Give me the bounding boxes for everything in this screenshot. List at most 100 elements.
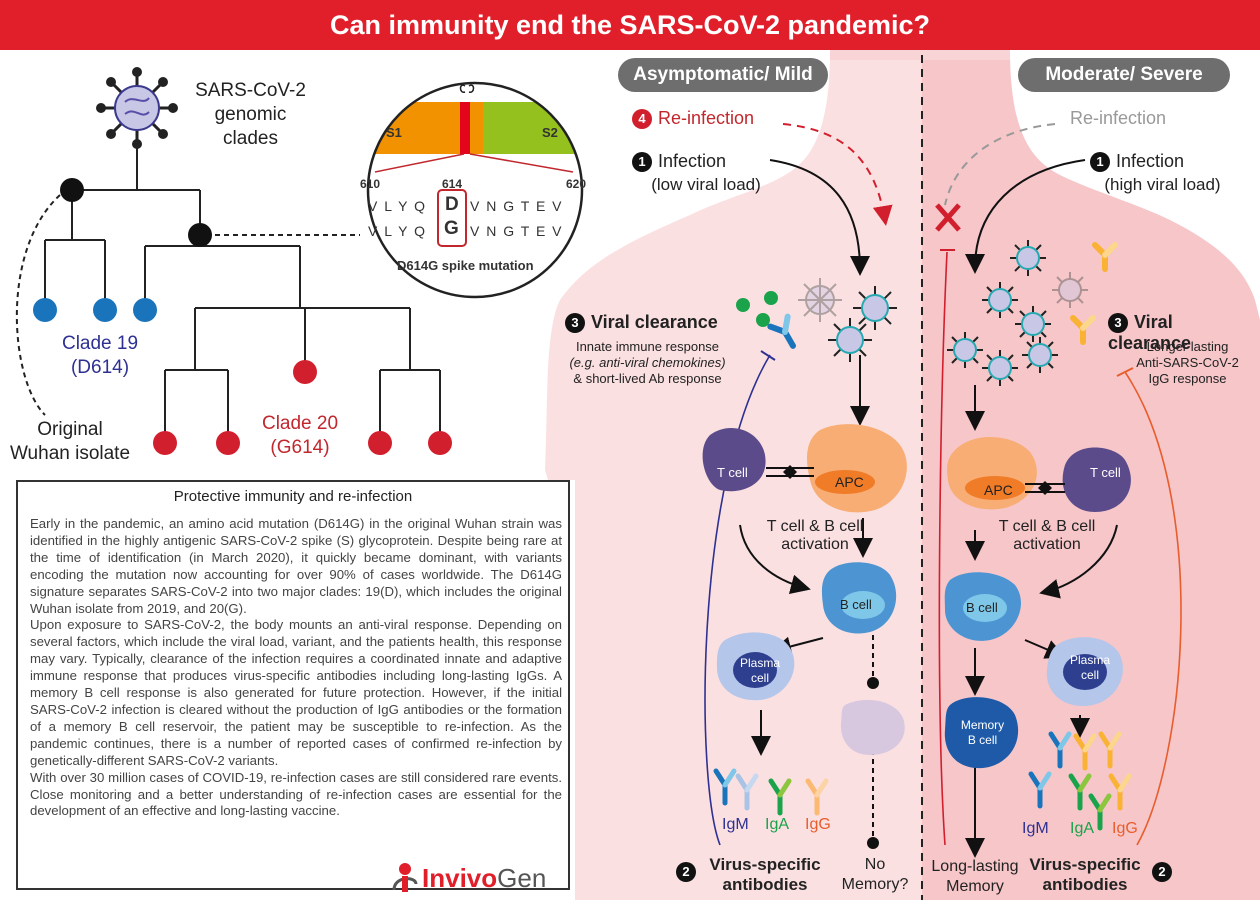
position-start: 610 <box>360 177 381 191</box>
mutation-caption: D614G spike mutation <box>397 258 534 273</box>
long-lasting-2: Memory <box>946 878 1004 895</box>
memory-bcell-label: Memory B cell <box>950 718 1015 748</box>
step-2-badge-severe: 2 <box>1152 862 1178 882</box>
logo-text-invivo: Invivo <box>422 862 498 893</box>
residue-mutant: G <box>444 218 459 239</box>
title-banner: Can immunity end the SARS-CoV-2 pandemic… <box>0 0 1260 50</box>
info-panel: Protective immunity and re-infection Ear… <box>16 480 570 890</box>
severe-antibodies: Virus-specific antibodies <box>1020 855 1150 895</box>
mild-antibodies: Virus-specific antibodies <box>700 855 830 895</box>
spike-mutation-diagram <box>366 81 584 299</box>
sequence-before-2: V L Y Q <box>368 223 425 239</box>
severe-plasma-2: cell <box>1080 668 1099 682</box>
step-2-badge-mild: 2 <box>676 862 702 882</box>
clade20-leaf <box>153 431 177 455</box>
severe-igg: IgG <box>1112 820 1138 837</box>
step-4-badge: 4 <box>632 109 652 130</box>
sequence-before-1: V L Y Q <box>368 198 425 214</box>
long-lasting-1: Long-lasting <box>931 858 1019 875</box>
mild-clearance-label: Viral clearance <box>591 312 718 332</box>
no-memory-1: No <box>864 856 886 873</box>
no-memory-2: Memory? <box>841 876 909 893</box>
clade19-variant: (D614) <box>70 357 130 378</box>
severe-igm: IgM <box>1022 820 1049 837</box>
clade20-leaf <box>216 431 240 455</box>
mild-antibodies-2: antibodies <box>722 875 808 894</box>
step-3-badge: 3 <box>1108 313 1128 334</box>
clade19-leaf <box>133 298 157 322</box>
clade20-leaf <box>293 360 317 384</box>
severe-clearance-label: Viral clearance <box>1108 312 1192 354</box>
origin-line1: Original <box>37 419 103 440</box>
severe-plasma-1: Plasma <box>1069 653 1110 667</box>
s2-label: S2 <box>542 125 558 140</box>
severe-activation-2: activation <box>1013 536 1081 553</box>
mild-plasma-label: Plasma cell <box>730 656 790 686</box>
mild-header: Asymptomatic/ Mild <box>618 58 828 92</box>
antibodies-severe <box>1028 731 1132 831</box>
severe-clearance-desc: Longer lasting Anti-SARS-CoV-2 IgG respo… <box>1120 339 1255 387</box>
memory-bcell-2: B cell <box>967 733 998 747</box>
info-title: Protective immunity and re-infection <box>173 488 413 505</box>
clade20-label: Clade 20 (G614) <box>240 412 360 460</box>
mild-activation-1: T cell & B cell <box>766 518 864 535</box>
severe-viral-load: (high viral load) <box>1104 175 1221 194</box>
mild-infection: 1 Infection <box>632 151 727 173</box>
severe-bcell-label: B cell <box>966 600 998 615</box>
severe-header: Moderate/ Severe <box>1018 58 1230 92</box>
severe-tcell-label: T cell <box>1090 465 1121 480</box>
mild-viral-load: (low viral load) <box>651 175 761 194</box>
apc-mild <box>807 424 907 513</box>
long-lasting-memory: Long-lasting Memory <box>925 857 1025 897</box>
severe-desc-1: Longer lasting <box>1146 339 1229 354</box>
logo-text-gen: Gen <box>497 862 547 893</box>
t-cell-severe <box>1062 447 1131 512</box>
severe-desc-3: IgG response <box>1148 371 1227 386</box>
step-3-badge: 3 <box>565 313 585 334</box>
severe-activation: T cell & B cell activation <box>972 518 1122 554</box>
synapse-icon <box>766 465 814 479</box>
severe-antibodies-1: Virus-specific <box>1029 855 1141 874</box>
clade19-leaf <box>93 298 117 322</box>
clade19-name: Clade 19 <box>61 333 139 354</box>
virus-cluster-severe <box>947 240 1118 386</box>
root-node <box>60 178 84 202</box>
clade20-leaf <box>368 431 392 455</box>
mild-iga: IgA <box>765 816 790 833</box>
mild-reinfection: 4 Re-infection <box>632 108 755 130</box>
sequence-after-1: V N G T E V <box>470 198 562 214</box>
antibodies-mild <box>713 768 829 816</box>
faded-cell <box>840 699 905 755</box>
immune-response-diagram <box>702 123 1182 858</box>
mild-reinfection-label: Re-infection <box>658 108 755 128</box>
mild-desc-3: & short-lived Ab response <box>573 371 722 386</box>
mild-desc-2: (e.g. anti-viral chemokines) <box>569 355 726 370</box>
position-end: 620 <box>566 177 587 191</box>
severe-infection-label: Infection <box>1116 151 1185 171</box>
severe-iga: IgA <box>1070 820 1095 837</box>
mild-antibodies-1: Virus-specific <box>709 855 821 874</box>
info-body: Early in the pandemic, an amino acid mut… <box>30 516 562 820</box>
mild-clearance-desc: Innate immune response (e.g. anti-viral … <box>555 339 740 387</box>
antibody-icon-mild <box>767 313 796 349</box>
mild-activation-2: activation <box>781 536 849 553</box>
info-paragraph-2: Upon exposure to SARS-CoV-2, the body mo… <box>30 617 562 768</box>
step-1-badge: 1 <box>632 152 652 173</box>
s1-label: S1 <box>386 125 402 140</box>
logo-mark-icon <box>392 863 418 892</box>
position-614: 614 <box>442 177 463 191</box>
t-cell-mild <box>702 427 766 492</box>
mild-infection-label: Infection <box>658 151 727 171</box>
severe-antibodies-2: antibodies <box>1042 875 1128 894</box>
phylogenetic-tree <box>15 67 452 455</box>
origin-label: Original Wuhan isolate <box>0 418 140 466</box>
clade20-name: Clade 20 <box>261 413 339 434</box>
mild-desc-1: Innate immune response <box>575 339 720 354</box>
mild-plasma-1: Plasma <box>739 656 780 670</box>
mild-activation: T cell & B cell activation <box>740 518 890 554</box>
virus-icon <box>96 67 178 149</box>
info-paragraph-1: Early in the pandemic, an amino acid mut… <box>30 516 562 616</box>
virus-particle-icon <box>798 278 897 362</box>
